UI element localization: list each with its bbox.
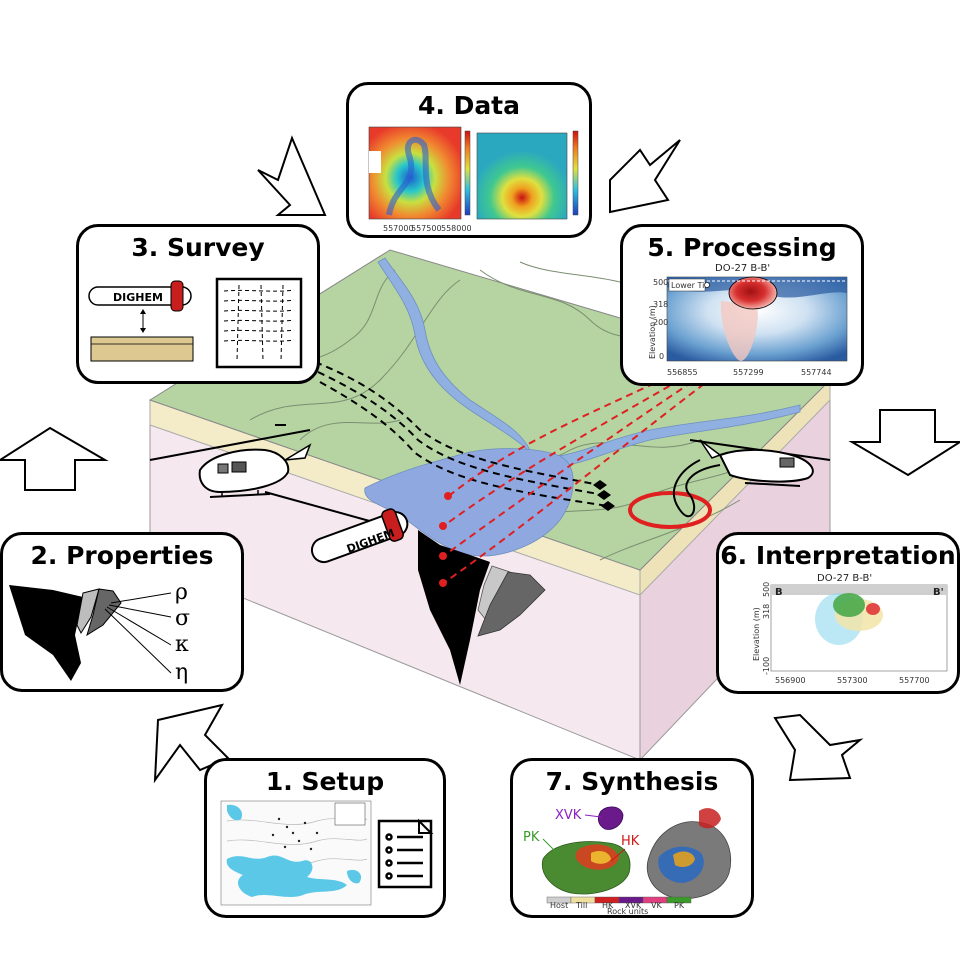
legend-unit-vk: VK <box>651 901 662 910</box>
river <box>377 257 801 467</box>
step-6-interpretation-box: 6. Interpretation DO-27 B-B' B B' Elevat… <box>716 532 960 694</box>
data-xtick-3: 558000 <box>441 224 472 233</box>
interpretation-marker-left: B <box>775 587 783 598</box>
interpretation-section: DO-27 B-B' B B' Elevation (m) 500 318 -1… <box>752 573 948 685</box>
properties-kimberlite <box>9 585 83 681</box>
scene-dighem-bird <box>310 508 409 564</box>
survey-bird-sensor <box>170 280 184 312</box>
interpretation-ylabel: Elevation (m) <box>752 607 761 661</box>
legend-unit-till: Till <box>575 901 587 910</box>
interpretation-ytick-3: -100 <box>762 657 771 675</box>
processing-ytick-2: 318 <box>653 300 668 309</box>
helicopter-left <box>149 424 396 529</box>
processing-xtick-3: 557744 <box>801 368 832 377</box>
data-maps: 557000 557500 558000 <box>368 126 579 233</box>
interpretation-ytick-1: 500 <box>762 582 771 597</box>
setup-graphic <box>220 800 434 906</box>
data-colorbar-left <box>464 130 471 216</box>
synthesis-label-xvk: XVK <box>555 808 582 823</box>
arrow-2-to-3 <box>0 426 109 491</box>
tow-cable-right <box>673 459 721 518</box>
arrow-6-to-7 <box>773 713 864 782</box>
legend-pk <box>666 896 692 904</box>
survey-dighem-label: DIGHEM <box>113 291 163 304</box>
data-colorbar-right <box>572 130 579 216</box>
step-5-processing-box: 5. Processing DO-27 B-B' <box>620 224 864 386</box>
synthesis-label-hk: HK <box>621 834 640 849</box>
interpretation-xtick-1: 556900 <box>775 676 806 685</box>
interpretation-top-band <box>771 585 947 595</box>
survey-ground-layer <box>90 336 194 362</box>
step-7-title: 7. Synthesis <box>545 767 719 796</box>
setup-checklist <box>385 833 423 880</box>
survey-flightplan-lines <box>223 284 295 362</box>
target-ellipse <box>628 491 712 529</box>
processing-conductor <box>728 276 778 310</box>
step-3-title: 3. Survey <box>131 233 265 262</box>
survey-graphic: DIGHEM <box>88 277 303 369</box>
processing-xtick-1: 556855 <box>667 368 698 377</box>
survey-flight-lines <box>314 361 609 507</box>
helicopter-right <box>689 439 831 487</box>
step-5-title: 5. Processing <box>647 233 837 262</box>
legend-unit-host: Host <box>550 901 568 910</box>
properties-graphic: ρ σ κ η <box>9 580 190 685</box>
data-xtick-1: 557000 <box>383 224 414 233</box>
processing-section-title: DO-27 B-B' <box>715 263 770 274</box>
data-xtick-2: 557500 <box>411 224 442 233</box>
properties-grey-light <box>76 588 100 635</box>
legend-unit-xvk: XVK <box>625 901 642 910</box>
survey-flightplan-frame <box>215 277 303 369</box>
symbol-rho: ρ <box>175 580 188 605</box>
synthesis-xvk-body <box>597 806 624 830</box>
synthesis-label-pk: PK <box>523 830 540 845</box>
interpretation-xtick-2: 557300 <box>837 676 868 685</box>
processing-annotation: Lower Till <box>671 281 709 290</box>
legend-unit-hk: HK <box>602 901 614 910</box>
interpretation-section-title: DO-27 B-B' <box>817 573 872 584</box>
properties-pointer-lines <box>104 592 172 674</box>
step-4-data-box: 4. Data <box>346 82 592 238</box>
data-map-right <box>476 132 568 220</box>
arrow-3-to-4 <box>257 135 327 216</box>
symbol-kappa: κ <box>175 632 189 657</box>
interpretation-xtick-3: 557700 <box>899 676 930 685</box>
setup-points <box>271 817 319 851</box>
step-6-title: 6. Interpretation <box>720 541 956 570</box>
processing-xtick-2: 557299 <box>733 368 764 377</box>
step-1-setup-box: 1. Setup <box>204 758 446 918</box>
arrow-4-to-5 <box>609 139 681 214</box>
symbol-sigma: σ <box>175 606 190 631</box>
legend-unit-pk: PK <box>674 901 685 910</box>
step-1-title: 1. Setup <box>265 767 385 796</box>
arrow-5-to-6 <box>848 409 960 477</box>
step-7-synthesis-box: 7. Synthesis XVK PK HK H <box>510 758 754 918</box>
interpretation-marker-right: B' <box>933 587 944 598</box>
survey-bird-body <box>88 286 192 306</box>
processing-points <box>439 492 452 587</box>
legend-title: Rock units <box>607 907 648 915</box>
properties-grey-dark <box>86 588 122 637</box>
setup-lakes <box>226 855 347 897</box>
step-2-title: 2. Properties <box>30 541 214 570</box>
processing-ytick-3: 200 <box>653 318 668 327</box>
line-end-markers <box>593 480 615 511</box>
processing-section: DO-27 B-B' Lower Till Elevation (m) 500 … <box>648 263 848 377</box>
kimberlite-body <box>418 530 490 685</box>
grey-body-dark <box>477 571 546 637</box>
processing-ytick-1: 500 <box>653 278 668 287</box>
step-3-survey-box: 3. Survey DIGHEM <box>76 224 320 384</box>
processing-lines <box>444 377 705 583</box>
step-4-title: 4. Data <box>417 91 521 120</box>
synthesis-graphic: XVK PK HK Host Till HK XVK VK PK Rock un… <box>523 806 732 915</box>
processing-ytick-4: 0 <box>659 352 664 361</box>
step-2-properties-box: 2. Properties ρ σ κ η <box>0 532 244 692</box>
interpretation-ytick-2: 318 <box>762 604 771 619</box>
processing-ylabel: Elevation (m) <box>648 305 657 359</box>
symbol-eta: η <box>175 660 188 685</box>
